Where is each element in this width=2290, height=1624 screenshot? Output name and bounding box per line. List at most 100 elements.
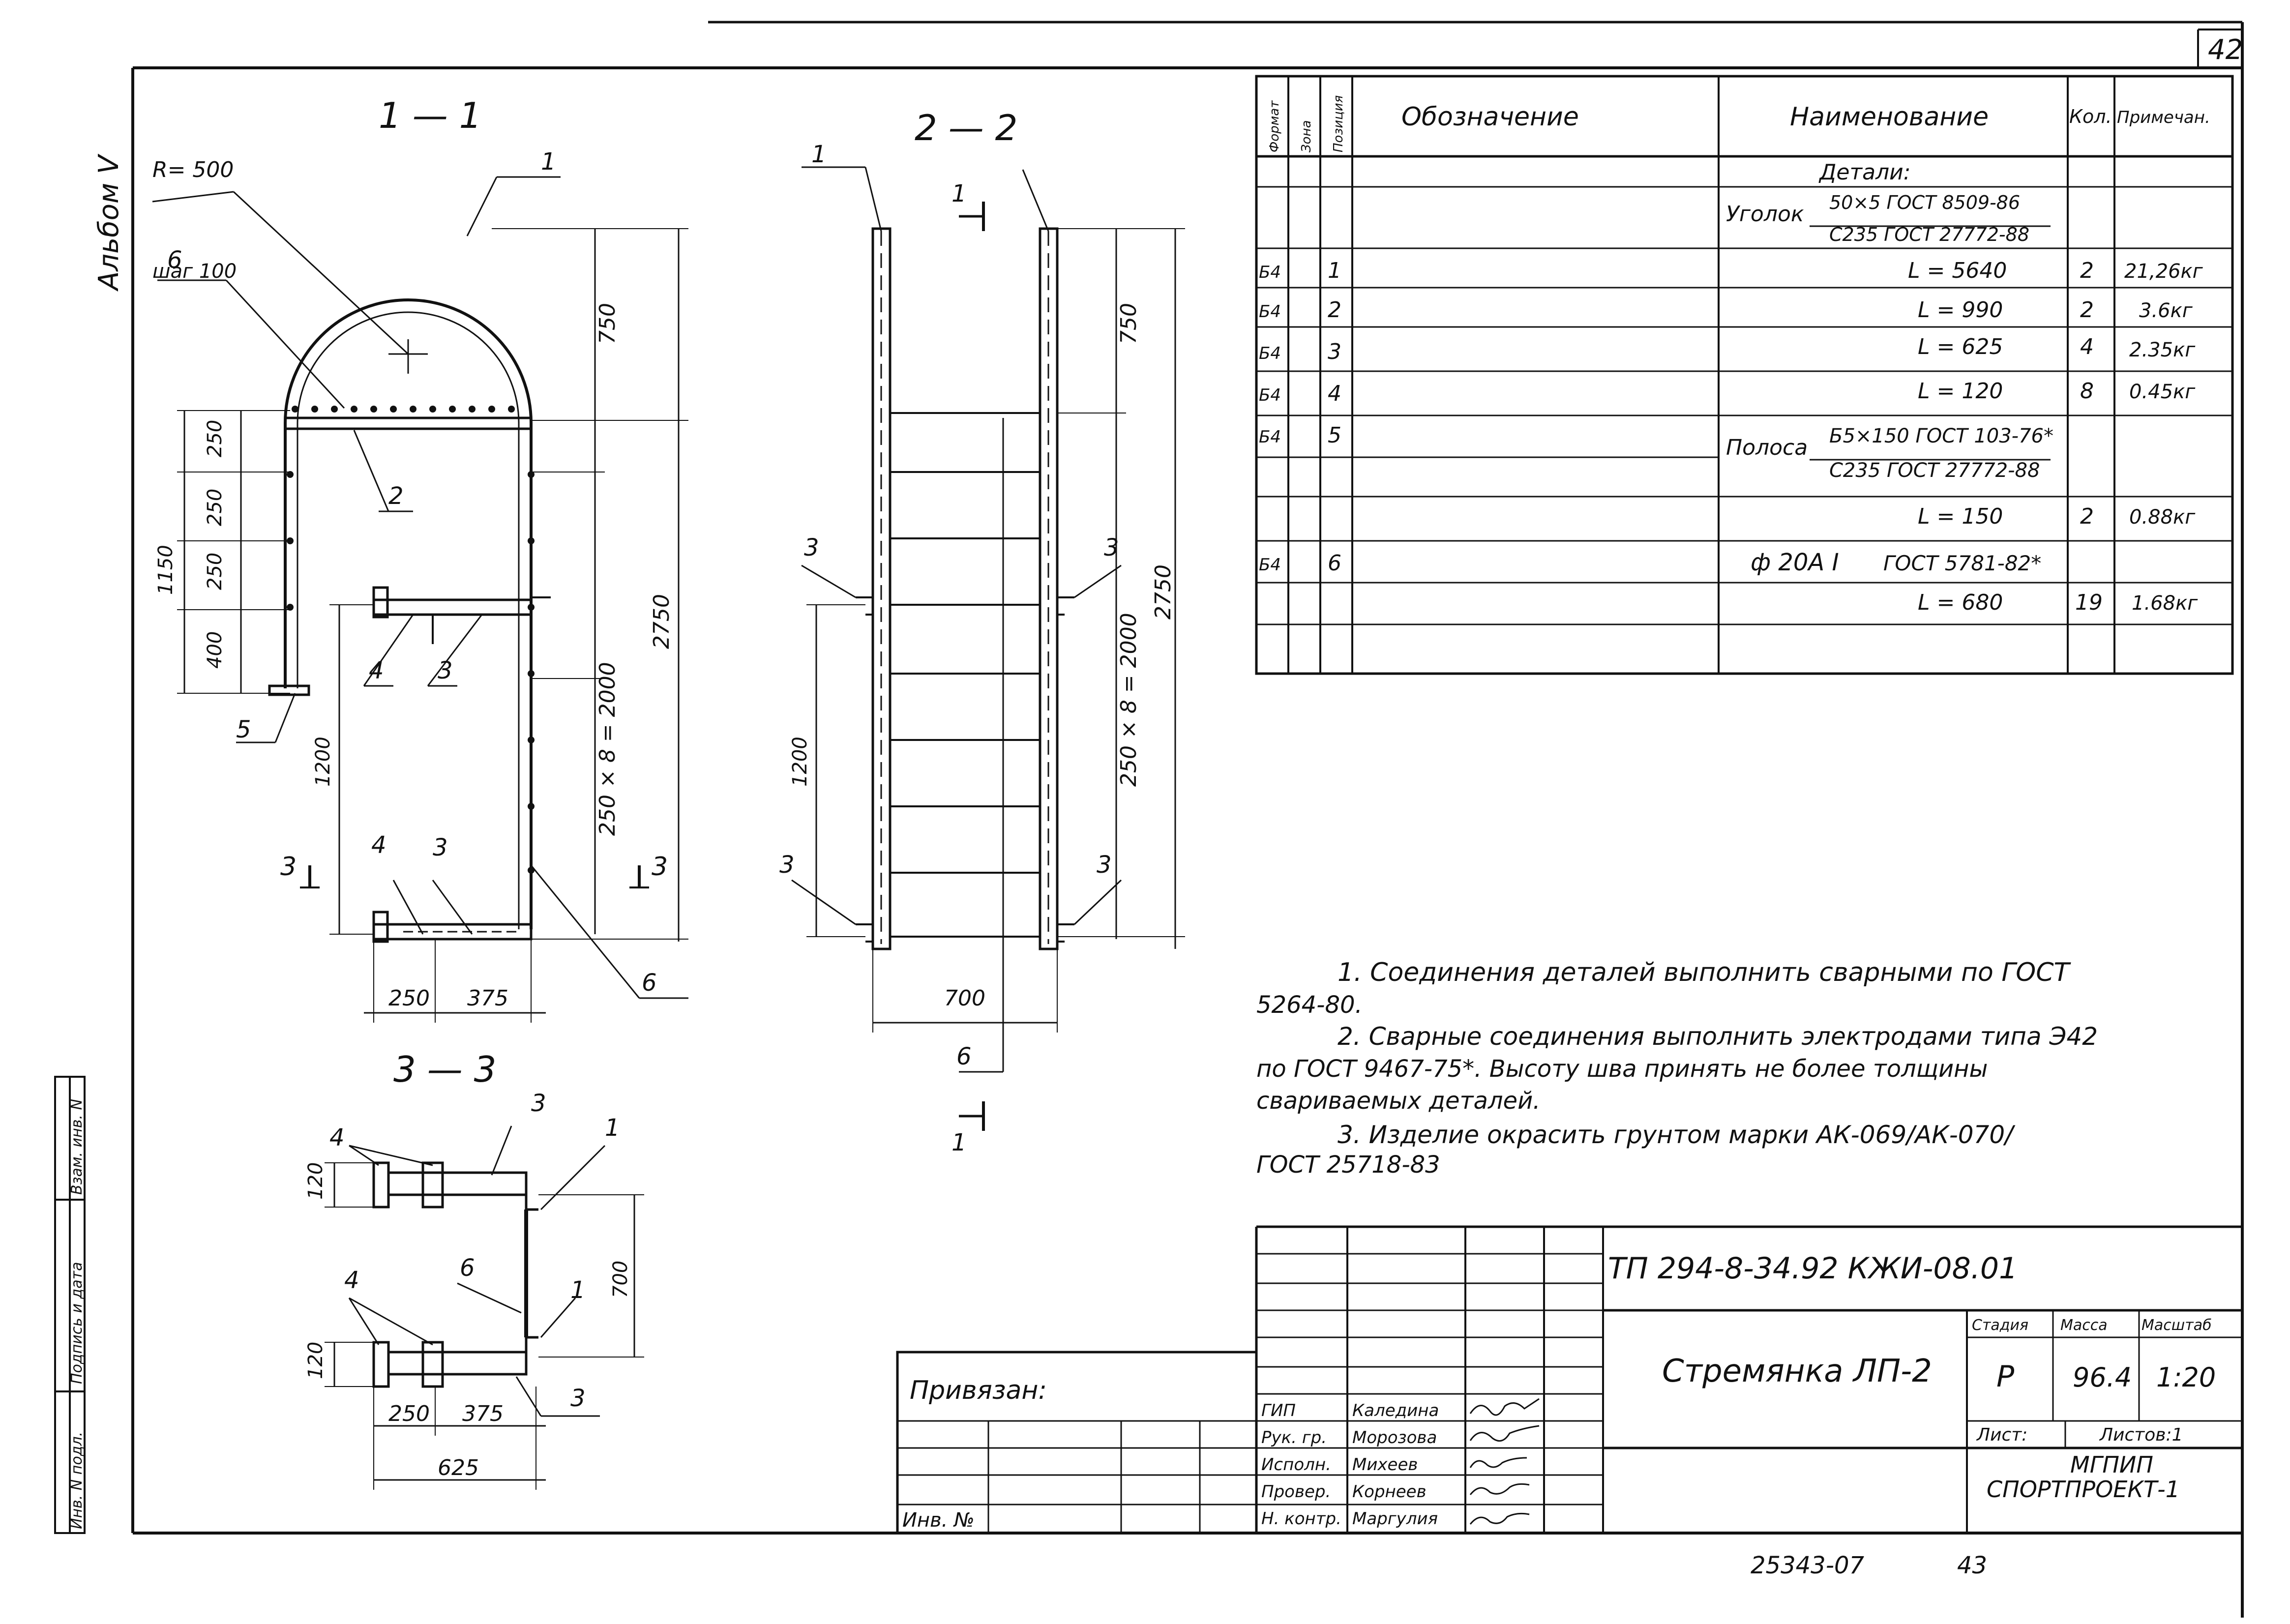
spec-bar-label: ф 20А I [1751,549,1839,576]
v33-pos1-upper: 1 [605,1114,620,1142]
spec-hdr-designation: Обозначение [1401,102,1579,132]
v33-pos1-lower: 1 [570,1276,586,1304]
spec-cell-pos: 5 [1328,423,1341,448]
spec-cell-note: 21,26кг [2124,260,2203,283]
signer-name: Михеев [1352,1455,1418,1475]
spec-cell-note: 1.68кг [2132,592,2198,615]
section-3-3-title: 3 — 3 [393,1049,496,1090]
v22-dim-2750: 2750 [1151,564,1176,620]
spec-angle-bottom: С235 ГОСТ 27772-88 [1829,224,2029,245]
spec-cell-name: L = 120 [1918,379,2003,404]
spec-cell-name: L = 5640 [1908,258,2007,283]
v11-cut3-right: 3 [652,852,668,882]
spec-row: Б4 1 L = 5640 2 21,26кг [1259,258,2203,283]
v11-pos6-lower: 6 [642,969,657,997]
bottom-page-number: 43 [1957,1552,1987,1579]
signer-role: Н. контр. [1261,1509,1341,1529]
stage-value: Р [1996,1359,2015,1394]
spec-bar-gost: ГОСТ 5781-82* [1883,551,2041,575]
margin-podpis: Подпись и дата [68,1262,86,1385]
view-3-3: 3 — 3 [325,1049,644,1490]
drawing-title: Стремянка ЛП-2 [1662,1353,1932,1389]
spec-cell-name: L = 625 [1918,334,2003,359]
spec-cell-note: 2.35кг [2129,339,2196,361]
v22-pos6: 6 [956,1043,972,1070]
organization-line1: МГПИП [2070,1451,2153,1478]
bottom-stamp: 25343-07 [1751,1552,1865,1579]
title-block-grid [896,1225,2242,1535]
v11-dim-250c: 250 [204,553,226,590]
signer-row: Рук. гр. Морозова [1261,1425,1540,1447]
v11-dim-250-bottom: 250 [388,986,430,1011]
spec-cell-note: 3.6кг [2139,299,2193,322]
v22-cut1-top: 1 [952,180,967,207]
v11-dim-250b: 250 [204,489,226,526]
spec-cell-format: Б4 [1259,302,1281,322]
spec-cell-pos: 6 [1328,551,1341,576]
left-margin-stamp [54,1076,86,1534]
v22-pos1: 1 [811,141,827,168]
note-line: 2. Сварные соединения выполнить электрод… [1338,1022,2098,1051]
spec-cell-pos: 4 [1328,381,1341,406]
stage-header: Стадия [1972,1317,2028,1334]
view-1-1: 1 — 1 [152,95,688,1023]
signer-name: Корнеев [1352,1482,1427,1502]
v22-pos3-ll: 3 [779,851,795,879]
spec-cell-pos: 2 [1328,297,1341,323]
v22-pos3-lr: 3 [1097,851,1112,879]
note-line: свариваемых деталей. [1256,1087,1541,1115]
spec-cell-qty: 19 [2075,590,2103,615]
note-line: по ГОСТ 9467-75*. Высоту шва принять не … [1256,1055,1988,1083]
v33-pos6: 6 [460,1254,475,1282]
spec-cell-qty: 2 [2080,504,2094,529]
v22-dim-250x8: 250 × 8 = 2000 [1116,613,1141,787]
signer-row: Н. контр. Маргулия [1261,1509,1530,1529]
spec-cell-note: 0.88кг [2129,506,2196,529]
scale-value: 1:20 [2156,1362,2216,1393]
privyazan-label: Привязан: [910,1376,1047,1405]
v11-pos4-lower: 4 [371,831,387,859]
spec-hdr-name: Наименование [1790,102,1989,132]
v11-dim-250a: 250 [204,420,226,457]
section-2-2-title: 2 — 2 [915,107,1017,148]
v33-pos4-lower: 4 [344,1267,359,1294]
spec-cell-pos: 1 [1328,258,1341,283]
v11-pos1: 1 [541,148,556,176]
v11-pos2: 2 [388,482,404,510]
v33-dim-120-upper: 120 [304,1162,327,1200]
side-rungs [890,412,1040,938]
mass-value: 96.4 [2073,1362,2132,1393]
spec-angle-label: Уголок [1726,202,1804,227]
v11-cut3-left: 3 [280,852,297,882]
v11-dim-750: 750 [595,303,620,344]
sheets-label: Листов:1 [2099,1425,2183,1445]
signer-name: Каледина [1352,1401,1439,1420]
view-2-2: 2 — 2 [791,107,1185,1131]
v33-dim-120-lower: 120 [304,1342,327,1379]
v11-pos4-upper: 4 [369,657,384,684]
spec-cell-note: 0.45кг [2129,381,2196,403]
v11-dim-1200: 1200 [312,737,334,787]
spec-cell-pos: 3 [1328,339,1341,364]
spec-cell-format: Б4 [1259,555,1281,575]
spec-cell-qty: 2 [2080,297,2094,323]
spec-row: Б4 3 L = 625 4 2.35кг [1259,334,2196,364]
note-line: 1. Соединения деталей выполнить сварными… [1338,958,2072,987]
spec-cell-qty: 8 [2080,379,2094,404]
v33-dim-375: 375 [462,1401,504,1426]
v22-dim-750: 750 [1116,303,1141,344]
spec-strip-bottom: С235 ГОСТ 27772-88 [1829,459,2040,482]
v11-dim-375-bottom: 375 [467,986,508,1011]
spec-row: Б4 5 L = 150 2 0.88кг [1259,423,2196,529]
signer-row: ГИП Каледина [1261,1398,1540,1420]
note-line: ГОСТ 25718-83 [1256,1151,1440,1179]
v11-pos5: 5 [236,716,251,743]
signer-role: Исполн. [1261,1455,1331,1475]
v11-dim-2750: 2750 [649,594,674,649]
v22-dim-1200: 1200 [789,737,811,787]
album-label: Альбом V [93,153,125,292]
v33-dim-700: 700 [609,1261,632,1298]
inv-number-label: Инв. № [902,1509,975,1532]
spec-cell-qty: 4 [2080,334,2094,359]
scale-header: Масштаб [2141,1317,2212,1334]
